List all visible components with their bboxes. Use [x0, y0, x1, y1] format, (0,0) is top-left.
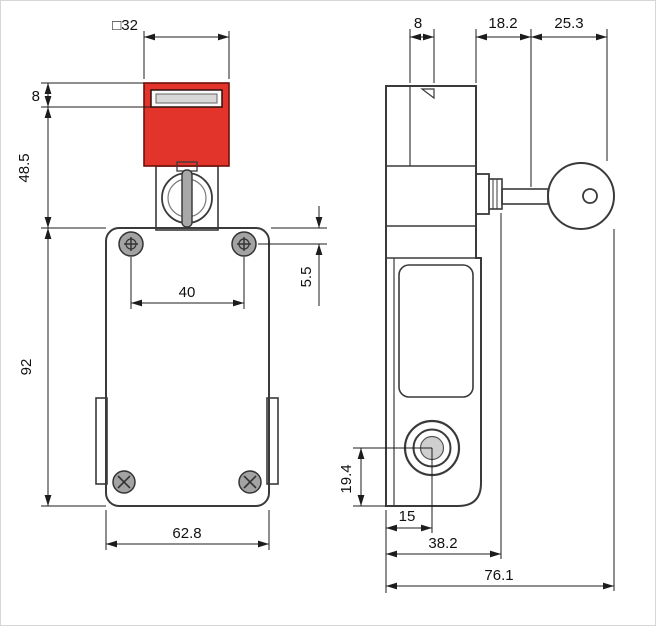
cover-panel	[398, 264, 474, 398]
dim-label-conduit-center-offset: 15	[399, 508, 416, 525]
dim-label-depth-with-bushing: 38.2	[428, 535, 457, 552]
front-view	[95, 82, 279, 507]
key-bushing-collar	[488, 178, 503, 210]
side-flange-right	[266, 397, 279, 485]
key-bushing	[475, 173, 490, 215]
dim-label-latch-width: 8	[414, 15, 422, 32]
cover-screw-bottom-right	[238, 470, 262, 494]
dim-label-key-length: 25.3	[554, 15, 583, 32]
dim-label-conduit-center-height: 19.4	[338, 464, 355, 493]
side-view	[385, 85, 615, 507]
side-view-dimensions: 8 18.2 25.3 19.4 15 38.2 76.1	[338, 15, 615, 593]
key-hole	[582, 188, 598, 204]
dim-label-hole-top-offset: 5.5	[298, 267, 315, 288]
latch-notch	[420, 88, 435, 100]
dim-label-bushing-length: 18.2	[488, 15, 517, 32]
dim-label-head-width: □32	[112, 17, 138, 34]
head-slot	[155, 93, 218, 104]
dim-label-body-height: 92	[18, 359, 35, 376]
switch-body-side	[385, 85, 482, 507]
key-shaft	[501, 188, 549, 205]
switch-body-front	[105, 227, 270, 507]
mounting-screw-top-left	[118, 231, 144, 257]
dim-label-overall-depth: 76.1	[484, 567, 513, 584]
screw-cross	[117, 475, 131, 489]
front-view-dimensions: □32 8 48.5 92 40 5.5 62.8	[16, 17, 327, 550]
dim-label-head-height: 48.5	[16, 153, 33, 182]
mounting-screw-top-right	[231, 231, 257, 257]
dim-label-body-width: 62.8	[172, 525, 201, 542]
release-lever	[181, 169, 193, 228]
key-head	[547, 162, 615, 230]
dim-label-hole-spacing: 40	[179, 284, 196, 301]
dim-label-head-top-height: 8	[32, 88, 40, 105]
screw-cross	[243, 475, 257, 489]
cover-screw-bottom-left	[112, 470, 136, 494]
